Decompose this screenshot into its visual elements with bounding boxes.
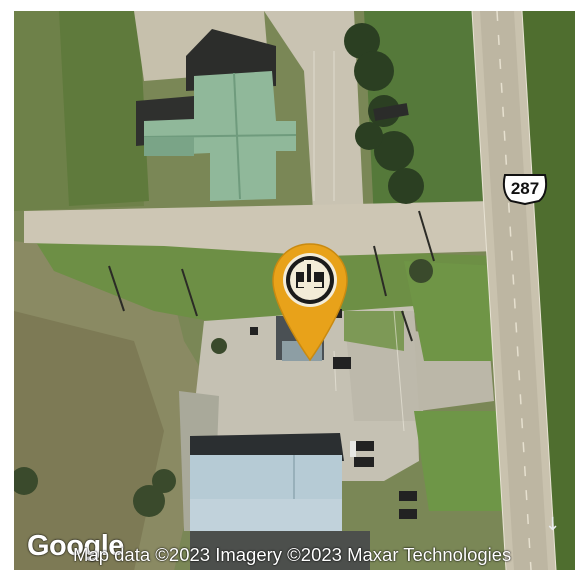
location-pin-icon[interactable]: [271, 242, 349, 362]
google-logo: Google: [27, 530, 124, 562]
down-arrow-icon: ↓: [545, 514, 561, 535]
satellite-imagery: [14, 11, 575, 570]
highway-number: 287: [510, 179, 540, 198]
map-attribution: Map data ©2023 Imagery ©2023 Maxar Techn…: [73, 544, 512, 565]
us-highway-shield-icon: 287: [501, 173, 549, 205]
satellite-map[interactable]: 287: [14, 11, 575, 570]
